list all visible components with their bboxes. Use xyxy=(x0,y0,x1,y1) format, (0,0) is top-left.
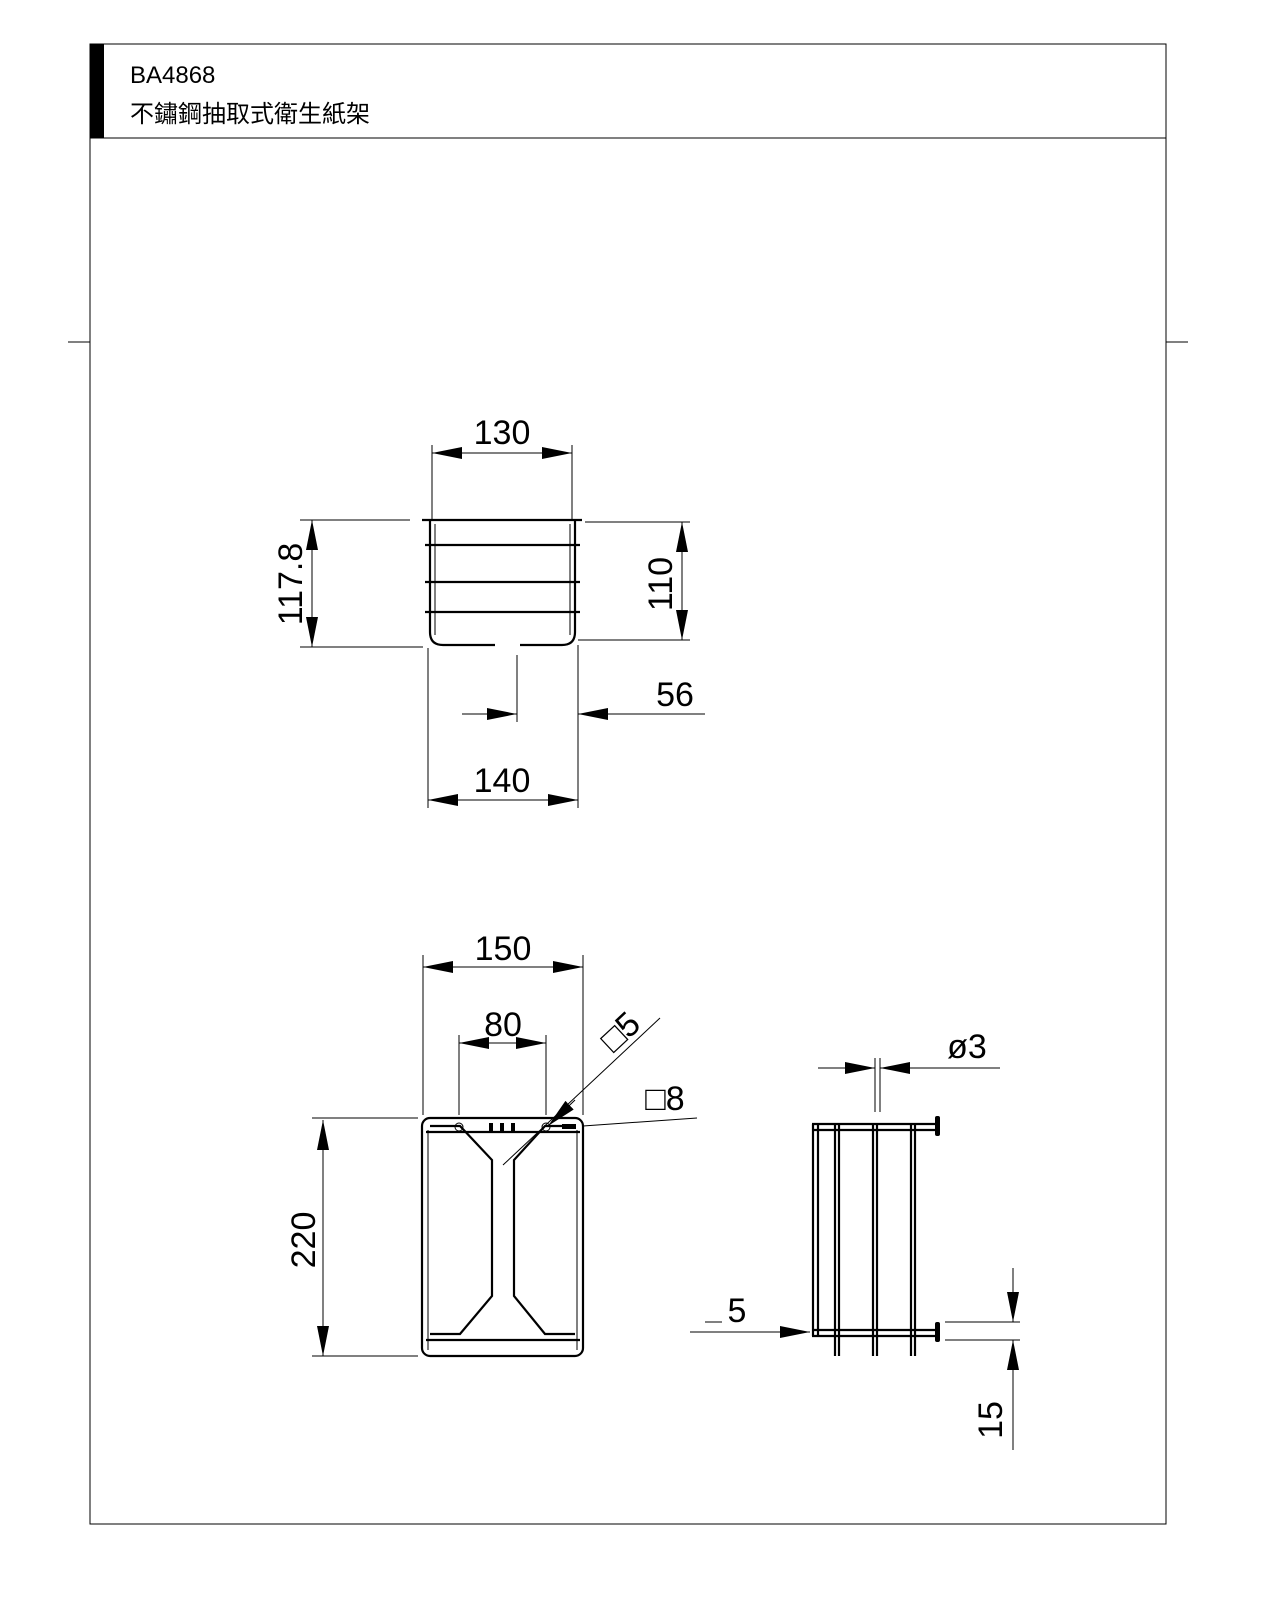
dim-width-top: 130 xyxy=(474,414,531,452)
top-view-dimensions xyxy=(300,445,705,808)
dim-height: 220 xyxy=(285,1212,323,1269)
model-number: BA4868 xyxy=(130,62,215,89)
dim-hole-square: □5 xyxy=(593,1005,648,1060)
top-view xyxy=(422,518,582,647)
product-name: 不鏽鋼抽取式衛生紙架 xyxy=(130,101,370,128)
dim-hole-spacing: 80 xyxy=(484,1006,522,1044)
dim-foot: 15 xyxy=(972,1401,1010,1439)
dim-slot: 56 xyxy=(656,676,694,714)
side-view-dimensions xyxy=(690,1058,1020,1450)
drawing-frame xyxy=(68,43,1188,1525)
side-view xyxy=(811,1116,940,1356)
dim-width: 150 xyxy=(475,930,532,968)
dim-flange-square: □8 xyxy=(645,1080,684,1118)
dim-width-bottom: 140 xyxy=(474,762,531,800)
dim-height-inner: 110 xyxy=(642,557,680,611)
front-view xyxy=(420,1116,585,1358)
dim-height-total: 117.8 xyxy=(272,543,310,626)
front-view-dimensions xyxy=(312,955,698,1357)
dim-wire-diameter: ø3 xyxy=(947,1028,987,1066)
dim-offset: 5 xyxy=(728,1292,747,1330)
title-bar-accent xyxy=(90,44,104,138)
